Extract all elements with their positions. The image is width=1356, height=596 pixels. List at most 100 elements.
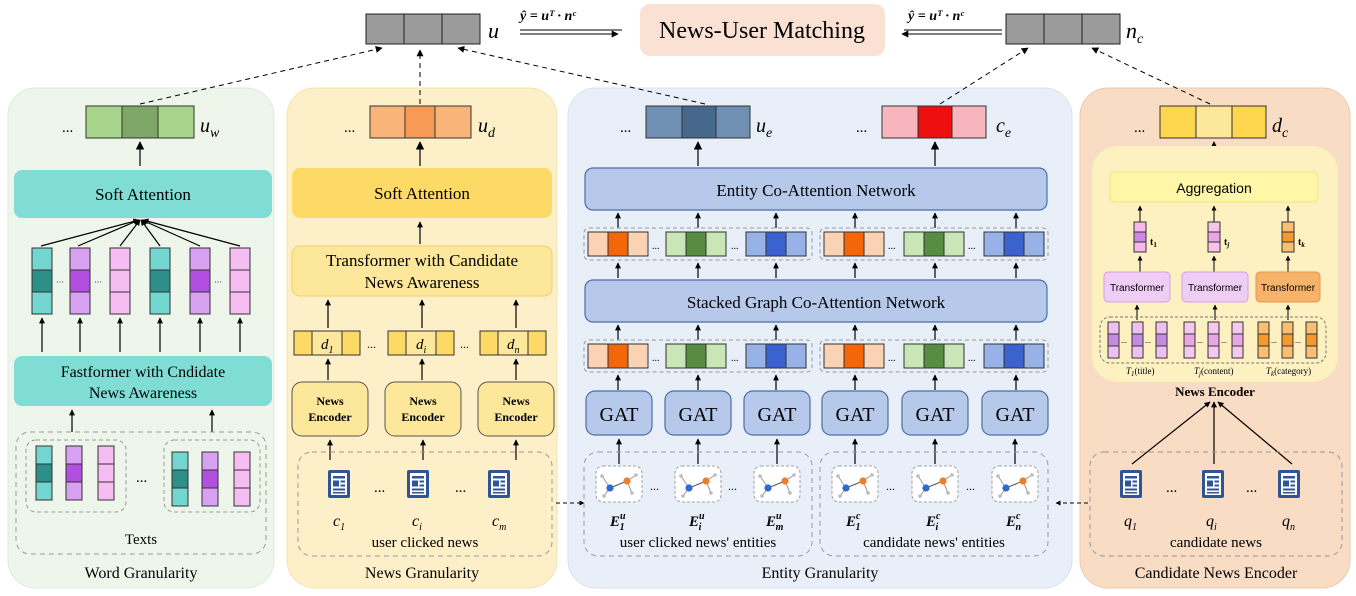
d-ellipsis-2: ... [460,337,469,351]
svg-text:···: ··· [56,278,64,287]
coattn-input-arrows [615,212,1019,228]
lower-entity-vectors [587,343,1045,369]
cand-doc-ellipsis-1: ... [1166,480,1177,496]
doc-ellipsis-1: ... [374,480,385,496]
user-entities-group [583,451,813,557]
dn-label: dn [507,337,520,356]
svg-text:GAT: GAT [600,404,639,426]
svg-text:...: ... [1197,336,1203,345]
svg-text:Encoder: Encoder [308,410,352,424]
news-encoder-up-arrows [325,358,519,380]
t-to-aggregation-arrows [1137,205,1291,222]
news-transformer-line1: Transformer with Candidate [326,251,518,270]
svg-text:...: ... [968,241,976,252]
entity-graph-icon-c1 [831,465,879,503]
d-ellipsis-1: ... [367,337,376,351]
user-vector-label: u [488,18,499,43]
stacked-to-upper-arrows [615,262,1019,278]
stacked-gcan-label: Stacked Graph Co-Attention Network [687,293,946,312]
upper-user-entity-group [583,227,813,261]
news-user-matching-title: News-User Matching [659,18,865,44]
qn-label: qn [1282,513,1295,533]
candidate-encoder-title: Candidate News Encoder [1135,565,1298,582]
texts-label: Texts [125,532,157,548]
svg-text:...: ... [1221,336,1227,345]
tj-label: tj [1224,237,1229,249]
dash-ue-to-u [457,45,706,105]
aggregation-label: Aggregation [1176,180,1252,196]
text-doc-vectors [35,445,251,507]
candidate-doc-arrows [1131,401,1293,465]
candidate-token-group [1099,316,1327,364]
lower-to-stacked-arrows [615,324,1019,340]
ue-label: ue [756,115,772,141]
svg-text:GAT: GAT [996,404,1035,426]
dash-dc-to-n [1091,47,1211,105]
news-vector-label: nc [1126,18,1144,47]
di-label: di [416,337,427,356]
svg-text:...: ... [888,353,896,364]
text-doc-2 [163,439,261,513]
entity-coattention-label: Entity Co-Attention Network [716,181,916,200]
svg-text:Transformer: Transformer [1261,283,1316,294]
candidate-transformers [1103,271,1321,303]
news-transformer-block [291,245,553,297]
svg-text:...: ... [1271,336,1277,345]
user-vector [365,13,481,45]
dc-vector [1159,105,1267,139]
svg-text:...: ... [888,241,896,252]
stacked-gcan-block [584,279,1048,323]
svg-text:...: ... [886,479,895,493]
entity-granularity-title: Entity Granularity [762,565,879,582]
svg-text:GAT: GAT [758,404,797,426]
texts-group [15,431,267,555]
svg-text:···: ··· [94,278,102,287]
word-token-vectors [31,247,251,315]
candidate-news-group [1089,451,1343,557]
cm-label: cm [492,513,506,533]
qi-label: qi [1206,513,1217,533]
svg-text:Transformer: Transformer [1188,283,1243,294]
candidate-news-icon-n [1278,470,1300,498]
svg-text:GAT: GAT [916,404,955,426]
candidate-entities-label: candidate news' entities [863,535,1005,551]
upper-entity-vectors [587,231,1045,257]
entity-graph-icon-ui [674,465,722,503]
svg-text:...: ... [731,241,739,252]
t1-label: t1 [1150,237,1157,249]
news-d-up-arrows [325,299,519,328]
t-vectors [1133,221,1295,253]
fastformer-block [14,356,272,406]
T1-label: T1(title) [1126,366,1155,378]
word-fan-arrows [40,218,241,247]
svg-text:Encoder: Encoder [494,410,538,424]
tk-label: tk [1298,237,1305,249]
token-ellipses: ... ... ... ... ... ... [1121,336,1301,345]
gat-up-arrows [615,374,1019,390]
word-output-label: uw [200,115,220,141]
dc-ellipsis: ... [1134,120,1145,136]
news-encoders [291,381,555,437]
user-clicked-news-label: user clicked news [372,535,479,551]
lower-user-entity-group [583,339,813,373]
word-soft-attention [14,170,272,218]
c1-label: c1 [333,513,345,533]
transformer-to-t-arrows [1137,255,1291,272]
news-output-vector [369,105,472,139]
svg-text:···: ··· [214,278,222,287]
lower-entity-ellipses: ... ... ... ... [652,353,976,364]
gat-labels: GAT GAT GAT GAT GAT GAT [600,404,1035,426]
candidate-entities-group [819,451,1049,557]
d1-label: d1 [321,337,334,356]
user-entities-label: user clicked news' entities [620,535,777,551]
word-output-vector [85,105,195,139]
svg-text:GAT: GAT [679,404,718,426]
candidate-news-label: candidate news [1170,535,1262,551]
dc-label: dc [1272,115,1289,141]
candidate-token-vectors [1107,321,1318,359]
news-output-ellipsis: ... [344,120,355,136]
graph-ellipses: ... ... ... ... [650,479,975,493]
